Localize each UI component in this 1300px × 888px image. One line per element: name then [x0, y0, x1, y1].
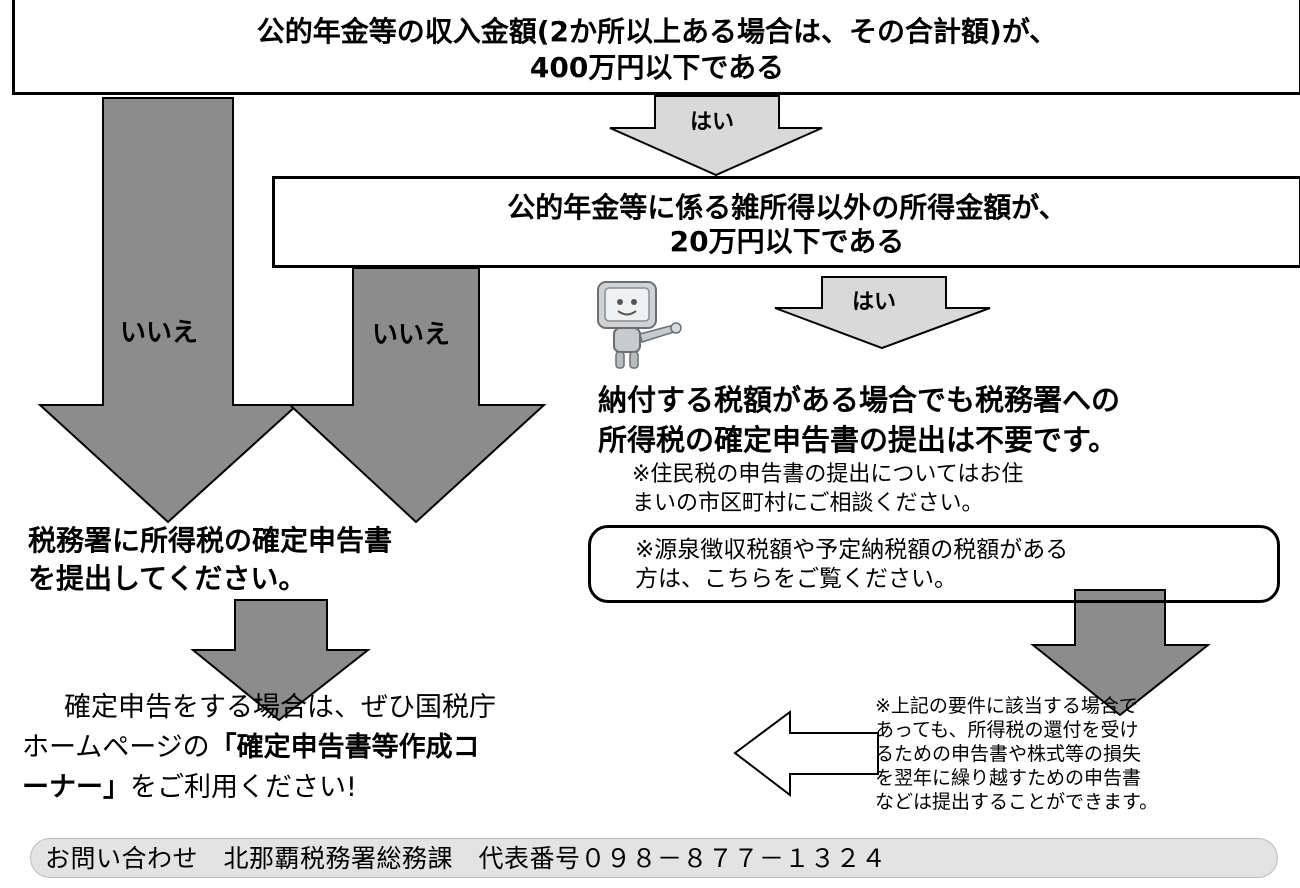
no-filing-heading: 納付する税額がある場合でも税務署への 所得税の確定申告書の提出は不要です。	[598, 380, 1120, 460]
recommendation-text: 確定申告をする場合は、ぜひ国税庁 ホームページの「確定申告書等作成コ ーナー」を…	[22, 688, 496, 808]
question-2-line-1: 公的年金等に係る雑所得以外の所得金額が、	[507, 191, 1067, 224]
withholding-down-arrow	[1030, 589, 1211, 717]
resident-tax-note: ※住民税の申告書の提出についてはお住 まいの市区町村にご相談ください。	[632, 460, 1023, 518]
withholding-note-line-1: ※源泉徴収税額や予定納税額の税額がある	[635, 537, 1069, 563]
contact-bar: お問い合わせ 北那覇税務署総務課 代表番号０９８－８７７－１３２４	[30, 838, 1278, 878]
resident-tax-note-line-2: まいの市区町村にご相談ください。	[632, 491, 984, 516]
no-label-1: いいえ	[120, 318, 199, 348]
contact-text: お問い合わせ 北那覇税務署総務課 代表番号０９８－８７７－１３２４	[45, 844, 887, 873]
recommendation-line-3-post: をご利用ください!	[130, 772, 357, 803]
no-arrow-1	[37, 97, 300, 524]
left-arrow	[733, 710, 879, 798]
resident-tax-note-line-1: ※住民税の申告書の提出についてはお住	[632, 462, 1024, 487]
question-2-box: 公的年金等に係る雑所得以外の所得金額が、 20万円以下である	[272, 176, 1300, 268]
mascot-illustration	[597, 281, 682, 369]
question-1-box: 公的年金等の収入金額(2か所以上ある場合は、その合計額)が、 400万円以下であ…	[12, 0, 1300, 95]
question-1-line-1: 公的年金等の収入金額(2か所以上ある場合は、その合計額)が、	[256, 15, 1058, 48]
withholding-note-box: ※源泉徴収税額や予定納税額の税額がある 方は、こちらをご覧ください。	[588, 525, 1280, 603]
question-1-line-2: 400万円以下である	[529, 51, 785, 84]
refund-note-line-3: るための申告書や株式等の損失	[875, 743, 1142, 765]
yes-label-1: はい	[690, 110, 735, 135]
refund-note: ※上記の要件に該当する場合で あっても、所得税の還付を受け るための申告書や株式…	[875, 694, 1158, 814]
filing-down-arrow	[190, 599, 371, 722]
no-filing-line-1: 納付する税額がある場合でも税務署への	[598, 383, 1121, 417]
filing-required-line-1: 税務署に所得税の確定申告書	[28, 524, 393, 557]
no-label-2: いいえ	[372, 320, 451, 350]
question-2-line-2: 20万円以下である	[669, 225, 905, 258]
withholding-note-line-2: 方は、こちらをご覧ください。	[635, 566, 957, 592]
refund-note-line-1: ※上記の要件に該当する場合で	[875, 695, 1138, 717]
yes-label-2: はい	[852, 290, 897, 315]
no-arrow-2	[287, 267, 547, 524]
recommendation-link-part-2: ーナー」	[22, 772, 130, 803]
filing-required-line-2: を提出してください。	[28, 562, 307, 595]
no-filing-line-2: 所得税の確定申告書の提出は不要です。	[598, 423, 1118, 457]
yes-arrow-2	[774, 276, 991, 350]
refund-note-line-2: あっても、所得税の還付を受け	[875, 719, 1139, 741]
refund-note-line-4: を翌年に繰り越すための申告書	[875, 767, 1142, 789]
yes-arrow-1	[609, 95, 823, 177]
refund-note-line-5: などは提出することができます。	[875, 791, 1159, 813]
filing-required-text: 税務署に所得税の確定申告書 を提出してください。	[28, 522, 392, 598]
recommendation-link-part-1: 「確定申告書等作成コ	[209, 732, 480, 763]
recommendation-line-1: 確定申告をする場合は、ぜひ国税庁	[64, 692, 496, 723]
recommendation-line-2-pre: ホームページの	[22, 732, 210, 763]
